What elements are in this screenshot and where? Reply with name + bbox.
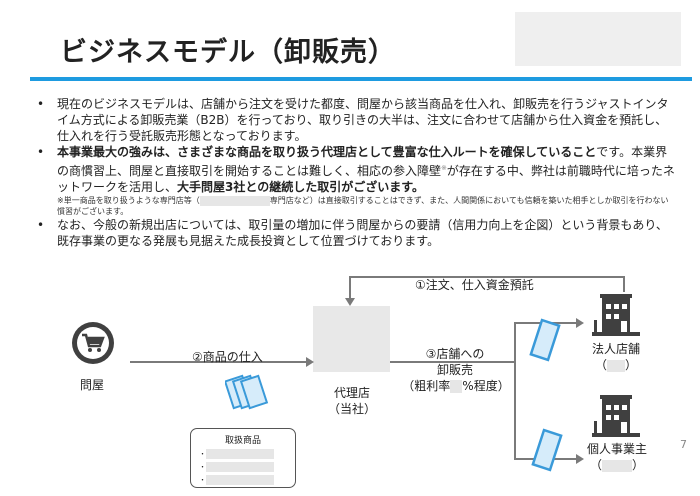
title-divider <box>30 77 692 81</box>
building-icon <box>592 294 640 336</box>
step1-label: ①注文、仕入資金預託 <box>415 278 534 292</box>
product-item: ・ <box>199 448 295 461</box>
individual-owner-label: 個人事業主 <box>586 442 647 456</box>
footnote: ※単一商品を取り扱うような専門店等（専門店など）は直接取引することはできず、また… <box>57 195 675 217</box>
arrow-head <box>345 298 355 306</box>
page-title: ビジネスモデル（卸販売） <box>60 37 396 68</box>
bullet-text: 現在のビジネスモデルは、店舗から注文を受けた都度、問屋から該当商品を仕入れ、卸販… <box>57 97 669 143</box>
masked-text <box>199 195 270 206</box>
bullet-text: です。本業界の商慣習上、問屋と直接取引を開始することは難しく、相応の参入障壁 <box>57 145 668 178</box>
card-icon <box>531 428 563 472</box>
card-icon <box>529 318 561 362</box>
individual-owner-detail: （） <box>589 458 645 472</box>
connector <box>130 361 308 363</box>
bullet-list: •現在のビジネスモデルは、店舗から注文を受けた都度、問屋から該当商品を仕入れ、卸… <box>35 96 675 249</box>
step3-label: 卸販売 <box>436 363 473 377</box>
step3-margin: （粗利率%程度） <box>402 379 510 393</box>
bullet-text: なお、今般の新規出店については、取引量の増加に伴う問屋からの要請（信用力向上を企… <box>57 218 668 248</box>
connector <box>349 276 351 300</box>
page-number: 7 <box>680 438 687 451</box>
connector <box>623 276 625 292</box>
logo-placeholder <box>515 12 681 66</box>
building-icon <box>592 395 640 437</box>
bullet-text: が存在する中、弊社は前職時代に培ったネットワークを活用し、 <box>57 164 675 194</box>
arrow-head <box>576 318 584 328</box>
products-title: 取扱商品 <box>224 436 261 446</box>
connector <box>514 322 516 460</box>
cards-icon <box>225 374 269 410</box>
note-mark: ※ <box>441 164 447 172</box>
agent-logo-placeholder <box>313 306 390 372</box>
footnote-text: ※単一商品を取り扱うような専門店等（ <box>57 196 200 205</box>
corporate-store-label: 法人店舗 <box>591 342 640 356</box>
bullet-bold: 本事業最大の強みは、さまざまな商品を取り扱う代理店として豊富な仕入ルートを確保し… <box>57 145 597 159</box>
connector <box>390 361 515 363</box>
step2-label: ②商品の仕入 <box>192 350 263 364</box>
bullet-item: •なお、今般の新規出店については、取引量の増加に伴う問屋からの要請（信用力向上を… <box>37 218 668 248</box>
connector <box>349 276 625 278</box>
step3-label: ③店舗への <box>425 347 485 361</box>
product-item: ・ <box>199 474 295 487</box>
bullet-item: •現在のビジネスモデルは、店舗から注文を受けた都度、問屋から該当商品を仕入れ、卸… <box>37 97 669 143</box>
product-item: ・ <box>199 461 295 474</box>
agent-label: 代理店 <box>333 386 370 400</box>
bullet-item: •本事業最大の強みは、さまざまな商品を取り扱う代理店として豊富な仕入ルートを確保… <box>37 145 675 217</box>
agent-label: （当社） <box>327 402 376 416</box>
cart-icon <box>72 322 114 364</box>
wholesaler-label: 問屋 <box>79 378 104 392</box>
footnote-text: 専門店など）は直接取引することはできず、また、人間関係においても信頼を築いた相手… <box>57 196 669 216</box>
corporate-store-detail: （） <box>594 358 638 372</box>
bullet-bold: 大手問屋3社との継続した取引がございます。 <box>177 180 425 194</box>
arrow-head <box>576 454 584 464</box>
products-box: 取扱商品 ・ ・ ・ <box>190 428 296 488</box>
arrow-head <box>306 357 314 367</box>
